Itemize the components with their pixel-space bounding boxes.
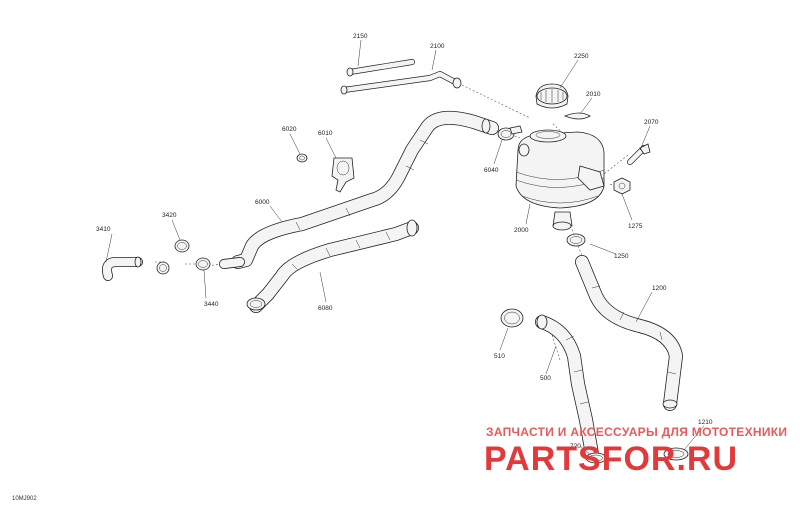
clamp-3440[interactable] — [195, 257, 211, 271]
bolt[interactable] — [627, 143, 651, 165]
label-1210: 1210 — [698, 419, 713, 426]
tube-2100[interactable] — [340, 71, 462, 95]
radiator-cap[interactable] — [535, 83, 569, 109]
clamp-3420-upper[interactable] — [174, 239, 190, 253]
label-1250: 1250 — [614, 253, 629, 260]
hose-1200[interactable] — [575, 255, 683, 411]
label-2010: 2010 — [586, 91, 601, 98]
watermark-subtitle: ЗАПЧАСТИ И АКСЕССУАРЫ ДЛЯ МОТОТЕХНИКИ — [486, 425, 787, 439]
watermark-brand: PARTSFOR.RU — [484, 440, 738, 478]
label-510: 510 — [494, 353, 505, 360]
label-leaders — [105, 39, 705, 457]
label-2150: 2150 — [353, 33, 368, 40]
grommet-6020[interactable] — [296, 153, 308, 163]
clamp-3420-lower[interactable] — [156, 261, 170, 275]
expansion-tank[interactable] — [515, 129, 605, 231]
hose-3440-stub[interactable] — [219, 257, 245, 269]
watermark: ЗАПЧАСТИ И АКСЕССУАРЫ ДЛЯ МОТОТЕХНИКИ PA… — [484, 425, 787, 478]
label-6040: 6040 — [484, 167, 499, 174]
nut[interactable] — [613, 177, 631, 195]
clamp-720[interactable] — [585, 452, 607, 464]
clamp-1210[interactable] — [663, 447, 689, 461]
label-1275: 1275 — [628, 223, 643, 230]
label-500: 500 — [540, 375, 551, 382]
label-2100: 2100 — [430, 43, 445, 50]
clamp-6010[interactable] — [331, 157, 355, 193]
hose-500[interactable] — [535, 314, 599, 461]
hose-6080[interactable] — [246, 219, 419, 313]
label-3420: 3420 — [162, 212, 177, 219]
clamp-510[interactable] — [500, 308, 524, 328]
clamp-6040[interactable] — [497, 125, 523, 141]
hose-6000[interactable] — [231, 110, 499, 269]
label-2070: 2070 — [644, 119, 659, 126]
label-3410: 3410 — [96, 226, 111, 233]
label-2000: 2000 — [514, 227, 529, 234]
label-6080: 6080 — [318, 305, 333, 312]
hose-3410[interactable] — [102, 256, 143, 281]
part-labels: 2150 2100 2250 2010 2070 6020 6010 6040 … — [96, 33, 713, 450]
label-720: 720 — [570, 443, 581, 450]
tube-2150[interactable] — [346, 59, 415, 77]
label-6000: 6000 — [255, 199, 270, 206]
label-1200: 1200 — [652, 285, 667, 292]
label-6010: 6010 — [318, 130, 333, 137]
label-2250: 2250 — [574, 53, 589, 60]
figure-code: 10MJ902 — [12, 496, 37, 502]
clamp-1250[interactable] — [566, 233, 586, 247]
label-6020: 6020 — [282, 126, 297, 133]
cap-seal[interactable] — [563, 112, 591, 120]
label-3440: 3440 — [204, 301, 219, 308]
